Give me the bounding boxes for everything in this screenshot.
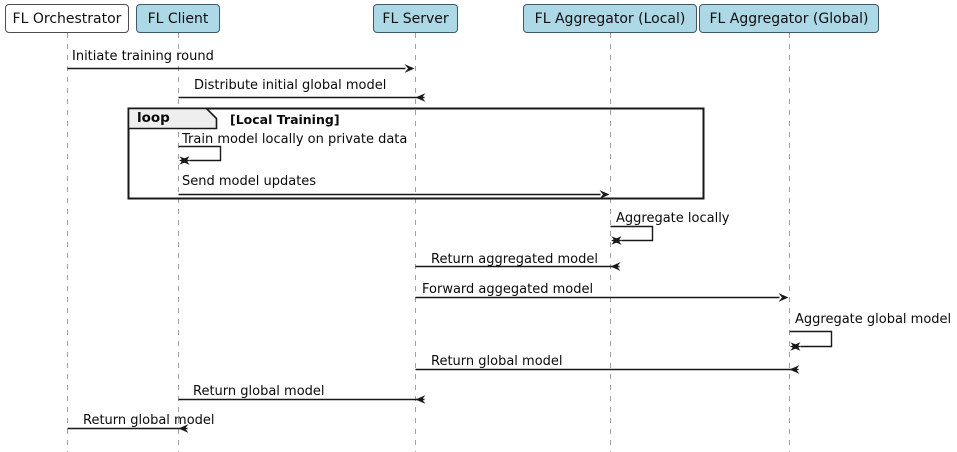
message-label: Aggregate locally (616, 211, 730, 226)
participant-client[interactable]: FL Client (136, 4, 220, 33)
fragment-border (127, 107, 705, 200)
message-arrow-self (789, 330, 833, 351)
message-m3 (178, 145, 222, 165)
message-m11 (67, 424, 189, 433)
message-m7 (415, 293, 789, 302)
participant-label: FL Orchestrator (12, 10, 122, 27)
fragments-group (127, 107, 705, 200)
message-m4 (178, 190, 610, 199)
message-arrowhead (790, 342, 801, 351)
message-label: Aggregate global model (795, 312, 952, 327)
message-label: Forward aggegated model (422, 282, 594, 297)
fragment-operator-label: loop (137, 110, 170, 126)
message-label: Return global model (431, 354, 563, 369)
participant-agg_global[interactable]: FL Aggregator (Global) (699, 4, 879, 33)
message-arrow-self (610, 225, 654, 245)
message-arrowhead (599, 190, 610, 199)
message-label: Train model locally on private data (182, 132, 408, 147)
message-arrowhead (789, 365, 800, 374)
message-arrow-self (178, 145, 222, 165)
message-m1 (67, 64, 415, 73)
message-label: Initiate training round (72, 49, 214, 64)
participant-orchestrator[interactable]: FL Orchestrator (5, 4, 129, 33)
message-arrowhead (611, 236, 622, 245)
fragment-loop-local-training (127, 107, 705, 200)
participant-label: FL Aggregator (Local) (534, 10, 686, 27)
message-arrowhead (610, 262, 621, 271)
participant-label: FL Server (382, 10, 449, 27)
message-label: Return global model (83, 413, 215, 428)
fragment-guard-label: [Local Training] (230, 112, 340, 127)
participant-server[interactable]: FL Server (373, 4, 458, 33)
message-arrowhead (179, 156, 190, 165)
message-label: Return aggregated model (431, 252, 598, 267)
message-arrowhead (415, 93, 426, 102)
message-label: Return global model (193, 384, 325, 399)
message-m10 (178, 395, 426, 404)
message-arrowhead (778, 293, 789, 302)
messages-group (67, 64, 833, 433)
participant-agg_local[interactable]: FL Aggregator (Local) (523, 4, 697, 33)
lifelines-group (67, 33, 790, 452)
message-m9 (415, 365, 800, 374)
message-label: Distribute initial global model (194, 78, 387, 93)
participant-label: FL Client (147, 10, 209, 27)
participant-label: FL Aggregator (Global) (709, 10, 869, 27)
message-arrowhead (178, 424, 189, 433)
message-arrowhead (404, 64, 415, 73)
fragment-operator-tab (127, 107, 218, 130)
message-m2 (178, 93, 426, 102)
message-m6 (415, 262, 621, 271)
message-arrowhead (415, 395, 426, 404)
message-label: Send model updates (182, 174, 317, 189)
message-m8 (789, 330, 833, 351)
message-m5 (610, 225, 654, 245)
